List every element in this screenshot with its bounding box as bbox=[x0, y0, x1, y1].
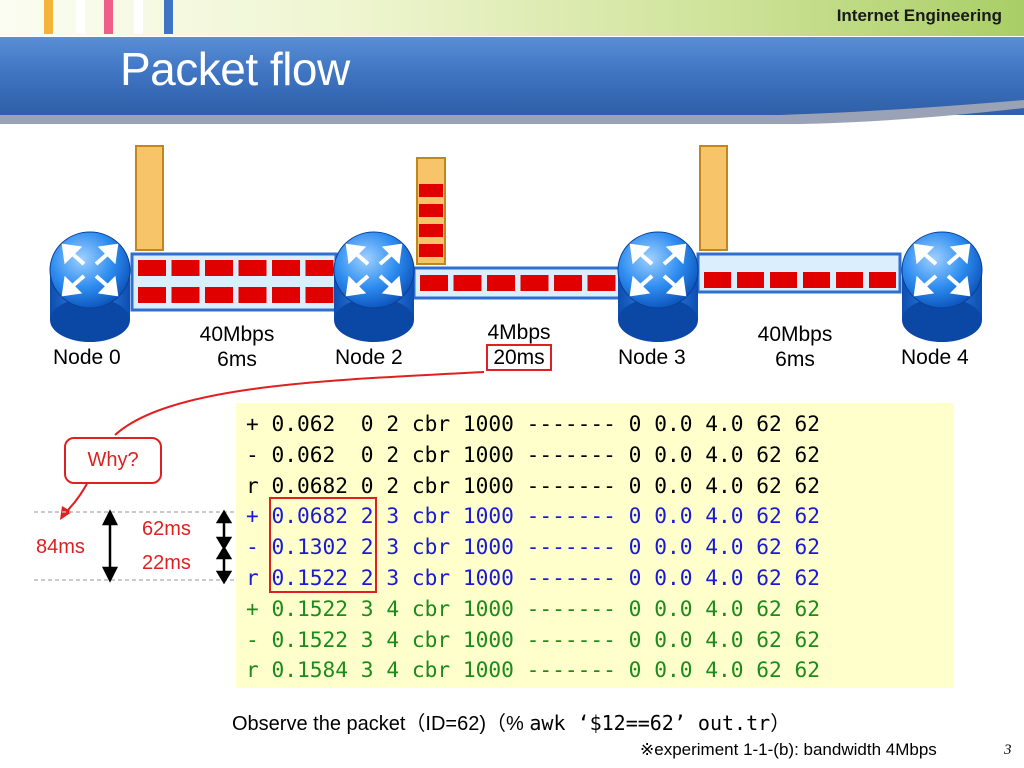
header-stripe bbox=[104, 0, 113, 34]
packet bbox=[419, 204, 443, 217]
packet bbox=[171, 260, 200, 276]
packet bbox=[869, 272, 896, 288]
packet bbox=[419, 244, 443, 257]
link-delay: 6ms bbox=[775, 348, 815, 371]
header-bar: Internet Engineering bbox=[0, 0, 1024, 36]
packet bbox=[554, 275, 582, 291]
packet bbox=[453, 275, 482, 291]
node-label-4: Node 4 bbox=[901, 346, 969, 369]
packet bbox=[205, 287, 233, 303]
packet bbox=[138, 287, 166, 303]
queue-node-3 bbox=[699, 145, 728, 251]
router-icon bbox=[616, 230, 700, 344]
trace-row: - 0.1302 2 3 cbr 1000 ------- 0 0.0 4.0 … bbox=[246, 534, 821, 559]
header-stripe bbox=[134, 0, 143, 34]
total-interval-label: 84ms bbox=[36, 536, 85, 558]
node-label-3: Node 3 bbox=[618, 346, 686, 369]
packet bbox=[305, 287, 334, 303]
trace-row: + 0.062 0 2 cbr 1000 ------- 0 0.0 4.0 6… bbox=[246, 411, 821, 436]
why-arrowhead bbox=[60, 506, 72, 520]
link-label-2-3: 4Mbps 20ms bbox=[468, 320, 570, 371]
link-label-0-2: 40Mbps 6ms bbox=[186, 322, 288, 372]
packet bbox=[803, 272, 830, 288]
packet bbox=[272, 287, 300, 303]
trace-row: r 0.1584 3 4 cbr 1000 ------- 0 0.0 4.0 … bbox=[246, 657, 821, 682]
link-delay-highlight: 20ms bbox=[486, 344, 552, 371]
packet bbox=[520, 275, 549, 291]
node-label-2: Node 2 bbox=[335, 346, 403, 369]
packet bbox=[272, 260, 300, 276]
packet bbox=[836, 272, 863, 288]
packet bbox=[704, 272, 731, 288]
page-number: 3 bbox=[1004, 742, 1012, 758]
link-bandwidth: 4Mbps bbox=[487, 321, 551, 344]
time-highlight-box bbox=[269, 497, 377, 593]
awk-command: awk ‘$12==62’ out.tr bbox=[529, 711, 771, 735]
first-interval-label: 62ms bbox=[142, 518, 191, 540]
node-label-0: Node 0 bbox=[53, 346, 121, 369]
packet bbox=[138, 260, 166, 276]
router-icon bbox=[48, 230, 132, 344]
caption-suffix: ） bbox=[770, 713, 791, 735]
interval-arrows bbox=[101, 509, 233, 585]
callout-connector bbox=[114, 371, 485, 436]
trace-row: r 0.0682 0 2 cbr 1000 ------- 0 0.0 4.0 … bbox=[246, 473, 821, 498]
experiment-note: ※experiment 1-1-(b): bandwidth 4Mbps bbox=[640, 740, 937, 759]
link-bandwidth: 40Mbps bbox=[757, 323, 833, 346]
title-swoosh bbox=[0, 100, 1024, 124]
packet bbox=[238, 287, 267, 303]
trace-row: - 0.062 0 2 cbr 1000 ------- 0 0.0 4.0 6… bbox=[246, 442, 821, 467]
why-callout: Why? bbox=[64, 437, 162, 484]
packet-group bbox=[138, 184, 896, 303]
link-label-3-4: 40Mbps 6ms bbox=[744, 322, 846, 372]
course-subject: Internet Engineering bbox=[836, 6, 1002, 25]
packet bbox=[171, 287, 200, 303]
caption: Observe the packet（ID=62)（% awk ‘$12==62… bbox=[232, 707, 790, 736]
packet bbox=[205, 260, 233, 276]
trace-row: + 0.1522 3 4 cbr 1000 ------- 0 0.0 4.0 … bbox=[246, 596, 821, 621]
title-bar bbox=[0, 37, 1024, 115]
header-stripe bbox=[164, 0, 173, 34]
packet bbox=[587, 275, 616, 291]
trace-row: r 0.1522 2 3 cbr 1000 ------- 0 0.0 4.0 … bbox=[246, 565, 821, 590]
packet bbox=[420, 275, 448, 291]
router-icon bbox=[332, 230, 416, 344]
packet bbox=[305, 260, 334, 276]
packet bbox=[487, 275, 515, 291]
link-bandwidth: 40Mbps bbox=[199, 323, 275, 346]
page-title: Packet flow bbox=[120, 43, 350, 95]
link-delay: 6ms bbox=[217, 348, 257, 371]
trace-row: + 0.0682 2 3 cbr 1000 ------- 0 0.0 4.0 … bbox=[246, 503, 821, 528]
trace-row: - 0.1522 3 4 cbr 1000 ------- 0 0.0 4.0 … bbox=[246, 627, 821, 652]
link-2-3 bbox=[412, 266, 622, 300]
packet bbox=[238, 260, 267, 276]
packet bbox=[419, 224, 443, 237]
header-stripe bbox=[76, 0, 85, 34]
router-icon bbox=[900, 230, 984, 344]
packet bbox=[770, 272, 797, 288]
caption-prefix: Observe the packet（ID=62)（% bbox=[232, 713, 530, 735]
packet bbox=[419, 184, 443, 197]
packet bbox=[737, 272, 764, 288]
header-stripe bbox=[44, 0, 53, 34]
second-interval-label: 22ms bbox=[142, 552, 191, 574]
queue-node-0 bbox=[135, 145, 164, 251]
trace-output: + 0.062 0 2 cbr 1000 ------- 0 0.0 4.0 6… bbox=[236, 403, 954, 688]
